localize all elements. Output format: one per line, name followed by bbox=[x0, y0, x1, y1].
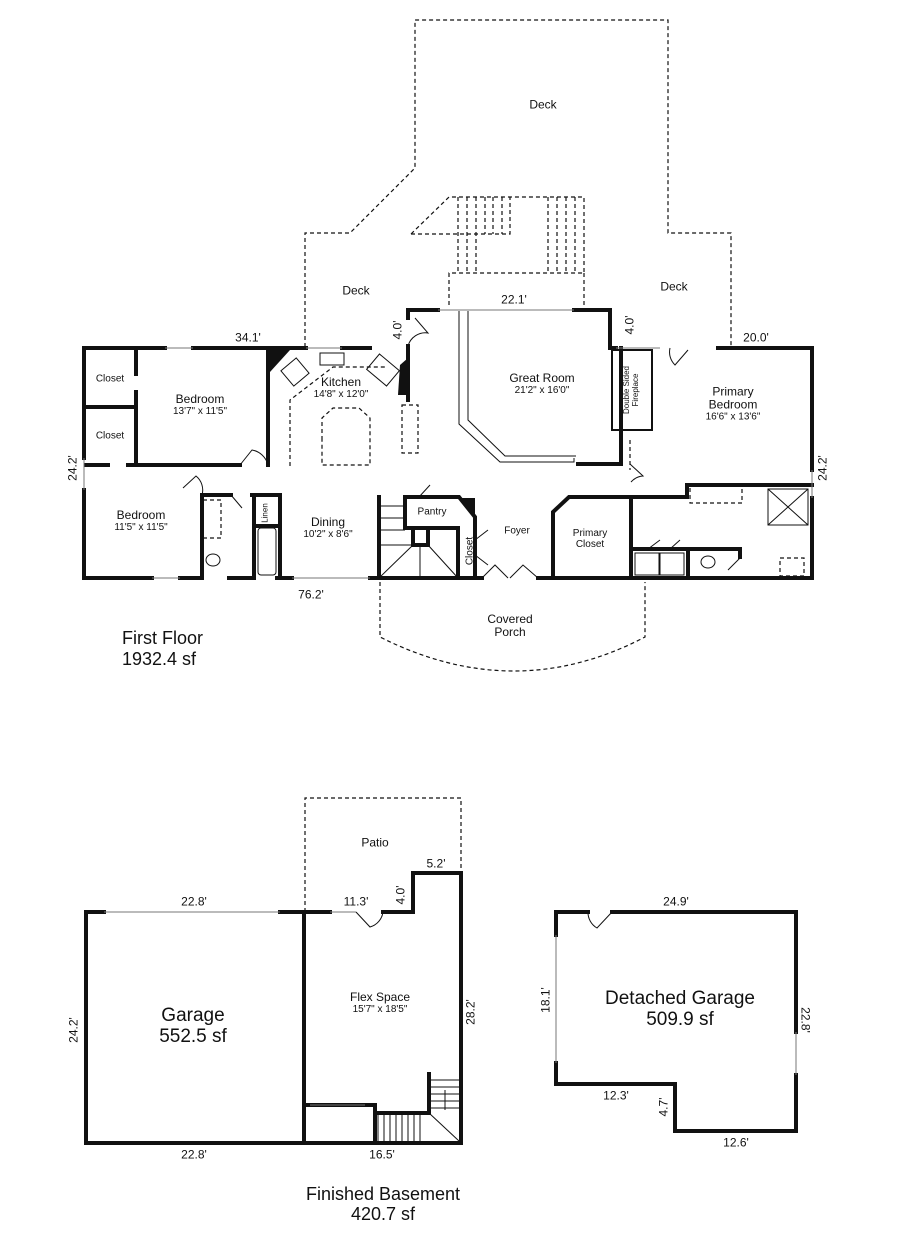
room-kitchen: Kitchen 14'8" x 12'0" bbox=[313, 374, 369, 401]
garage-dimension-bottom: 22.8' bbox=[181, 1147, 207, 1162]
basement-dimension-bottom: 16.5' bbox=[369, 1147, 395, 1162]
basement-title: Finished Basement 420.7 sf bbox=[305, 1184, 461, 1225]
room-covered-porch: Covered Porch bbox=[487, 611, 533, 639]
floor-area: 1932.4 sf bbox=[122, 648, 197, 669]
room-primary-bedroom: Primary Bedroom 16'6" x 13'6" bbox=[705, 384, 761, 423]
basement-dimension-top: 11.3' bbox=[343, 894, 369, 909]
dimension-step-right: 4.0' bbox=[622, 315, 637, 335]
room-dims: 13'7" x 11'5" bbox=[172, 406, 228, 418]
room-bedroom-2: Bedroom 11'5" x 11'5" bbox=[114, 507, 168, 534]
garage-label: Garage 552.5 sf bbox=[159, 1005, 227, 1048]
garage-basement-details bbox=[104, 911, 460, 1143]
first-floor-walls bbox=[82, 308, 814, 580]
room-linen: Linen bbox=[260, 503, 270, 523]
dimension-top-right: 20.0' bbox=[743, 330, 769, 345]
fireplace-line2: Fireplace bbox=[631, 373, 640, 407]
solid-fills bbox=[270, 350, 475, 517]
dimension-top-left: 34.1' bbox=[235, 330, 261, 345]
detached-dimension-top: 24.9' bbox=[663, 894, 689, 909]
detached-dimension-bottom: 12.6' bbox=[723, 1135, 749, 1150]
closet-line1: Primary bbox=[572, 528, 608, 539]
garage-dimension-left: 24.2' bbox=[66, 1017, 81, 1043]
room-dims: 15'7" x 18'5" bbox=[352, 1004, 408, 1016]
basement-area: 420.7 sf bbox=[350, 1204, 416, 1224]
room-name: Flex Space bbox=[349, 989, 411, 1004]
room-name-1: Primary bbox=[712, 384, 754, 399]
room-dims: 16'6" x 13'6" bbox=[705, 411, 761, 423]
detached-garage-details bbox=[555, 911, 797, 1075]
room-primary-closet: Primary Closet bbox=[573, 528, 607, 550]
deck-outlines bbox=[202, 19, 805, 912]
closet-line2: Closet bbox=[575, 539, 605, 550]
room-closet-foyer: Closet bbox=[464, 536, 476, 566]
room-closet-1: Closet bbox=[95, 373, 125, 385]
room-patio: Patio bbox=[361, 835, 389, 850]
detached-garage-name: Detached Garage bbox=[605, 988, 755, 1010]
floor-title: First Floor bbox=[122, 628, 203, 648]
basement-dimension-step-v: 4.0' bbox=[393, 885, 408, 905]
dimension-top-center: 22.1' bbox=[501, 292, 527, 307]
room-name: Great Room bbox=[509, 370, 575, 385]
garage-area: 552.5 sf bbox=[159, 1026, 227, 1047]
dimension-left-side: 24.2' bbox=[65, 455, 80, 481]
detached-dimension-right: 22.8' bbox=[798, 1007, 813, 1033]
room-pantry: Pantry bbox=[417, 506, 447, 518]
room-flex-space: Flex Space 15'7" x 18'5" bbox=[349, 989, 411, 1016]
room-dining: Dining 10'2" x 8'6" bbox=[303, 514, 353, 541]
room-fireplace: Double Sided Fireplace bbox=[622, 365, 641, 415]
room-great-room: Great Room 21'2" x 16'0" bbox=[509, 370, 575, 397]
garage-dimension-top: 22.8' bbox=[181, 894, 207, 909]
room-deck-top: Deck bbox=[529, 97, 557, 112]
first-floor-title: First Floor 1932.4 sf bbox=[122, 628, 203, 669]
room-dims: 11'5" x 11'5" bbox=[114, 522, 168, 534]
detached-garage-label: Detached Garage 509.9 sf bbox=[605, 988, 755, 1031]
room-foyer: Foyer bbox=[504, 525, 530, 537]
first-floor-details bbox=[83, 309, 813, 579]
porch-line1: Covered bbox=[487, 611, 533, 626]
basement-dimension-step-h: 5.2' bbox=[426, 856, 446, 871]
fireplace-line1: Double Sided bbox=[622, 365, 632, 415]
room-deck-right: Deck bbox=[660, 279, 688, 294]
detached-garage-area: 509.9 sf bbox=[646, 1009, 714, 1030]
room-dims: 14'8" x 12'0" bbox=[313, 389, 369, 401]
basement-dimension-right: 28.2' bbox=[463, 999, 478, 1025]
dimension-step-left: 4.0' bbox=[390, 320, 405, 340]
room-name-2: Bedroom bbox=[708, 397, 758, 412]
room-closet-2: Closet bbox=[95, 430, 125, 442]
garage-name: Garage bbox=[161, 1005, 225, 1027]
porch-line2: Porch bbox=[494, 625, 526, 639]
detached-dimension-notch-h: 12.3' bbox=[603, 1088, 629, 1103]
room-dims: 21'2" x 16'0" bbox=[514, 385, 570, 397]
detached-dimension-notch-v: 4.7' bbox=[656, 1097, 671, 1117]
room-bedroom-1: Bedroom 13'7" x 11'5" bbox=[172, 391, 228, 418]
room-deck-left: Deck bbox=[342, 283, 370, 298]
dimension-right-side: 24.2' bbox=[815, 455, 830, 481]
room-name: Bedroom bbox=[175, 391, 225, 406]
basement-title-text: Finished Basement bbox=[305, 1184, 461, 1205]
room-name: Kitchen bbox=[320, 374, 362, 389]
detached-dimension-left: 18.1' bbox=[538, 987, 553, 1013]
dimension-bottom: 76.2' bbox=[298, 587, 324, 602]
room-name: Bedroom bbox=[116, 507, 166, 522]
detached-garage-walls bbox=[554, 910, 798, 1133]
room-name: Dining bbox=[310, 514, 346, 529]
room-dims: 10'2" x 8'6" bbox=[303, 529, 353, 541]
